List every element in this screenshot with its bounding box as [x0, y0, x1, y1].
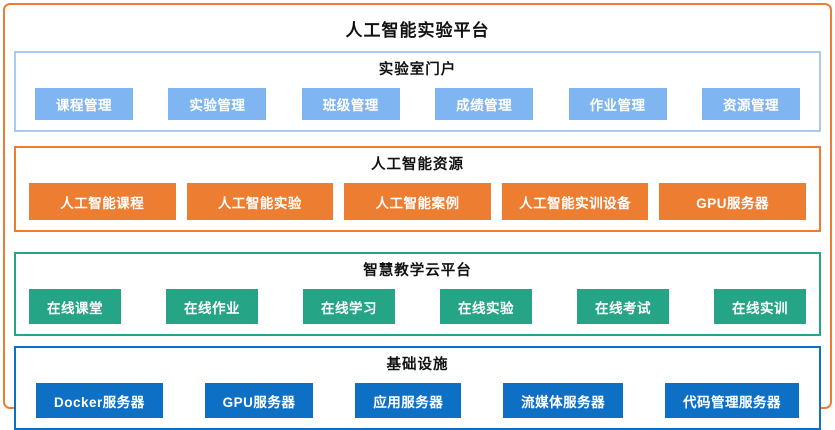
cloud-node: 在线作业	[166, 289, 258, 324]
section-teaching-cloud-title: 智慧教学云平台	[363, 263, 472, 279]
infra-node: Docker服务器	[36, 383, 163, 418]
cloud-node: 在线实验	[440, 289, 532, 324]
section-ai-resources: 人工智能资源 人工智能课程 人工智能实验 人工智能案例 人工智能实训设备 GPU…	[14, 146, 821, 232]
section-teaching-cloud-row: 在线课堂 在线作业 在线学习 在线实验 在线考试 在线实训	[16, 289, 819, 324]
cloud-node: 在线学习	[303, 289, 395, 324]
cloud-node: 在线课堂	[29, 289, 121, 324]
portal-node: 班级管理	[301, 88, 400, 120]
infra-node: 应用服务器	[355, 383, 462, 418]
portal-node: 作业管理	[568, 88, 667, 120]
section-infrastructure-row: Docker服务器 GPU服务器 应用服务器 流媒体服务器 代码管理服务器	[16, 383, 819, 418]
cloud-node: 在线实训	[714, 289, 806, 324]
infra-node: GPU服务器	[204, 383, 314, 418]
section-lab-portal-row: 课程管理 实验管理 班级管理 成绩管理 作业管理 资源管理	[16, 88, 819, 120]
portal-node: 实验管理	[168, 88, 267, 120]
portal-node: 课程管理	[35, 88, 133, 120]
section-ai-resources-row: 人工智能课程 人工智能实验 人工智能案例 人工智能实训设备 GPU服务器	[16, 183, 819, 220]
section-teaching-cloud: 智慧教学云平台 在线课堂 在线作业 在线学习 在线实验 在线考试 在线实训	[14, 252, 821, 336]
infra-node: 代码管理服务器	[664, 383, 799, 418]
portal-node: 成绩管理	[435, 88, 534, 120]
section-infrastructure: 基础设施 Docker服务器 GPU服务器 应用服务器 流媒体服务器 代码管理服…	[14, 346, 821, 430]
ai-resource-node: GPU服务器	[659, 183, 806, 220]
platform-outer-frame: 人工智能实验平台 实验室门户 课程管理 实验管理 班级管理 成绩管理 作业管理 …	[3, 3, 832, 430]
ai-resource-node: 人工智能实验	[186, 183, 334, 220]
section-ai-resources-title: 人工智能资源	[371, 157, 464, 173]
section-lab-portal-title: 实验室门户	[378, 62, 457, 78]
ai-resource-node: 人工智能课程	[29, 183, 176, 220]
section-lab-portal: 实验室门户 课程管理 实验管理 班级管理 成绩管理 作业管理 资源管理	[14, 51, 821, 132]
ai-resource-node: 人工智能案例	[344, 183, 491, 220]
section-infrastructure-title: 基础设施	[386, 357, 449, 373]
portal-node: 资源管理	[701, 88, 800, 120]
cloud-node: 在线考试	[577, 289, 669, 324]
platform-title: 人工智能实验平台	[345, 21, 490, 40]
ai-resource-node: 人工智能实训设备	[501, 183, 649, 220]
infra-node: 流媒体服务器	[503, 383, 624, 418]
